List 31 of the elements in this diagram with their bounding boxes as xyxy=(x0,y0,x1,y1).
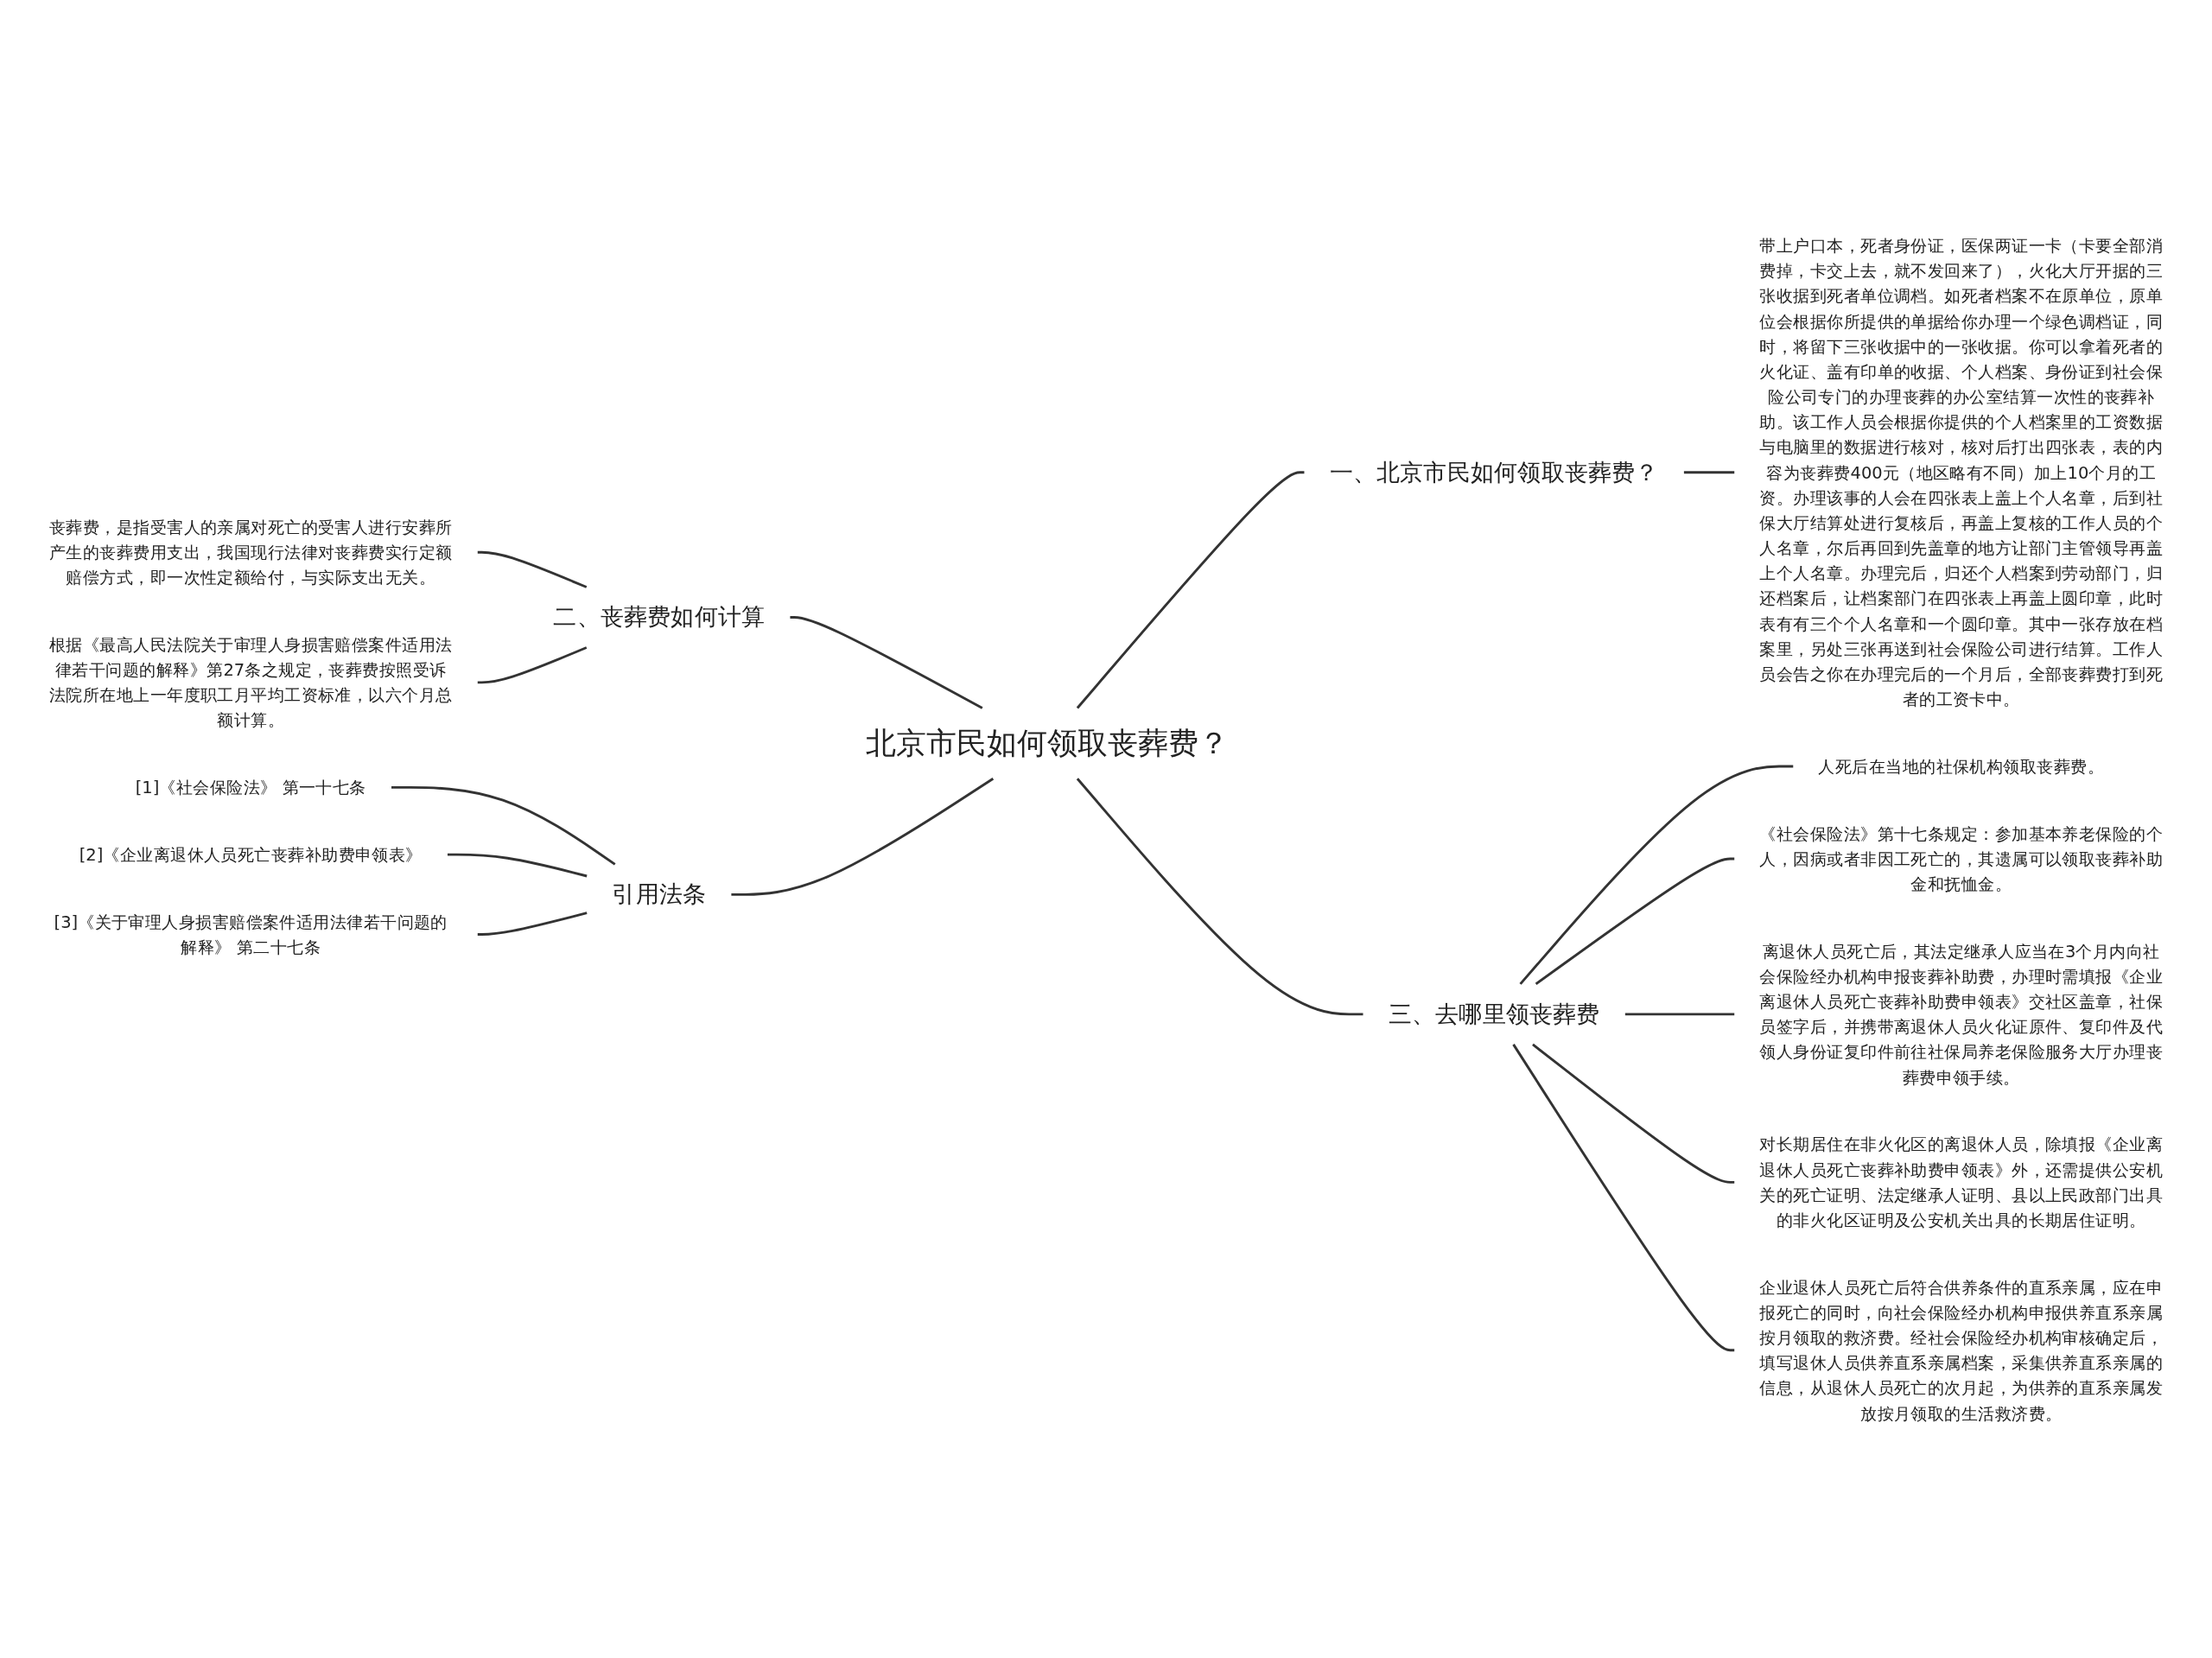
node-text: 《社会保险法》第十七条规定：参加基本养老保险的个人，因病或者非因工死亡的，其遗属可以领取丧葬补助金和抚恤金。 xyxy=(1759,823,2164,894)
node-text: 离退休人员死亡后，其法定继承人应当在3个月内向社会保险经办机构申报丧葬补助费，办理时需填报《企业离退休人员死亡丧葬补助费申领表》交社区盖章，社保员签字后，并携带离退休人员火化证原件、复印件及代领人身份证复印件前往社保局养老保险服务大厅办理丧葬费申领手续。 xyxy=(1759,940,2164,1087)
node-text: 引用法条 xyxy=(612,880,707,908)
node-text: [2]《企业离退休人员死亡丧葬补助费申领表》 xyxy=(79,844,423,865)
connector xyxy=(1076,777,1363,1015)
node-text: [1]《社会保险法》 第一十七条 xyxy=(135,777,366,797)
node-text: 北京市民如何领取丧葬费？ xyxy=(865,725,1229,760)
connector xyxy=(477,550,588,588)
connector xyxy=(477,911,588,936)
connector xyxy=(447,853,588,877)
node-text: 根据《最高人民法院关于审理人身损害赔偿案件适用法律若干问题的解释》第27条之规定，丧葬费按照受诉法院所在地上一年度职工月平均工资标准，以六个月总额计算。 xyxy=(48,633,453,730)
connector xyxy=(477,645,588,683)
connector xyxy=(1512,1043,1735,1351)
node-text: 二、丧葬费如何计算 xyxy=(553,602,766,631)
connector xyxy=(1076,470,1305,708)
connector xyxy=(790,615,983,709)
node-text: 人死后在当地的社保机构领取丧葬费。 xyxy=(1818,755,2104,777)
connector xyxy=(731,777,995,896)
node-text: 丧葬费，是指受害人的亲属对死亡的受害人进行安葬所产生的丧葬费用支出，我国现行法律对丧葬费实行定额赔偿方式，即一次性定额给付，与实际支出无关。 xyxy=(48,516,453,588)
connector xyxy=(1535,857,1735,985)
node-text: 三、去哪里领丧葬费 xyxy=(1388,999,1600,1027)
node-text: 对长期居住在非火化区的离退休人员，除填报《企业离退休人员死亡丧葬补助费申领表》外，还需提供公安机关的死亡证明、法定继承人证明、县以上民政部门出具的非火化区证明及公安机关出具的长期居住证明。 xyxy=(1759,1134,2164,1230)
connector xyxy=(1519,765,1794,985)
node-text: 企业退休人员死亡后符合供养条件的直系亲属，应在申报死亡的同时，向社会保险经办机构申报供养直系亲属按月领取的救济费。经社会保险经办机构审核确定后，填写退休人员供养直系亲属档案，采集供养直系亲属的信息，从退休人员死亡的次月起，为供养的直系亲属发放按月领取的生活救济费。 xyxy=(1759,1276,2164,1423)
connector xyxy=(1624,1012,1735,1015)
node-text: 带上户口本，死者身份证，医保两证一卡（卡要全部消费掉，卡交上去，就不发回来了），火化大厅开据的三张收据到死者单位调档。如死者档案不在原单位，原单位会根据你所提供的单据给你办理一个绿色调档证，同时，将留下三张收据中的一张收据。你可以拿着死者的火化证、盖有印单的收据、个人档案、身份证到社会保险公司专门的办理丧葬的办公室结算一次性的丧葬补助。该工作人员会根据你提供的个人档案里的工资数据与电脑里的数据进行核对，核对后打出四张表，表的内容为丧葬费400元（地区略有不同）加上10个月的工资。办理该事的人会在四张表上盖上个人名章，后到社保大厅结算处进行复核后，再盖上复核的工作人员的个人名章，尔后再回到先盖章的地方让部门主管领导再盖上个人名章。办理完后，归还个人档案到劳动部门，归还档案后，让档案部门在四张表上再盖上圆印章，此时表有有三个个人名章和一个圆印章。其中一张存放在档案里，另处三张再送到社会保险公司进行结算。工作人员会告之你在办理完后的一个月后，全部丧葬费打到死者的工资卡中。 xyxy=(1759,235,2164,709)
node-text: [3]《关于审理人身损害赔偿案件适用法律若干问题的解释》 第二十七条 xyxy=(54,911,448,957)
connector xyxy=(1683,470,1735,473)
connector xyxy=(391,785,616,866)
node-text: 一、北京市民如何领取丧葬费？ xyxy=(1329,457,1659,486)
connector xyxy=(1532,1043,1735,1184)
